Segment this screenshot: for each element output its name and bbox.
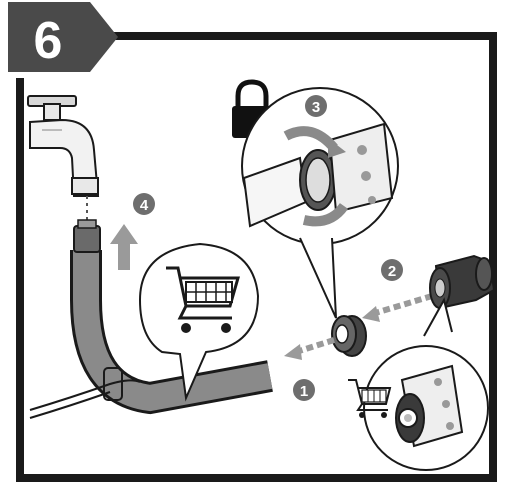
- arrow-step-4: 4: [110, 193, 155, 270]
- step-badge: 6: [8, 2, 118, 72]
- tighten-zoom-circle: 3: [242, 88, 398, 244]
- faucet: [28, 96, 98, 196]
- step-number: 6: [34, 12, 63, 70]
- hose-connector: [430, 256, 494, 308]
- arrow-step-1: 1: [284, 340, 334, 401]
- connector-detail-circle: [364, 346, 488, 470]
- zoom-leader: [300, 238, 336, 318]
- callout-4: 4: [140, 197, 149, 214]
- callout-2: 2: [388, 263, 396, 280]
- callout-3: 3: [312, 99, 320, 116]
- arrow-step-2: 2: [362, 259, 432, 322]
- hose-nut: [332, 316, 366, 356]
- callout-1: 1: [300, 383, 308, 400]
